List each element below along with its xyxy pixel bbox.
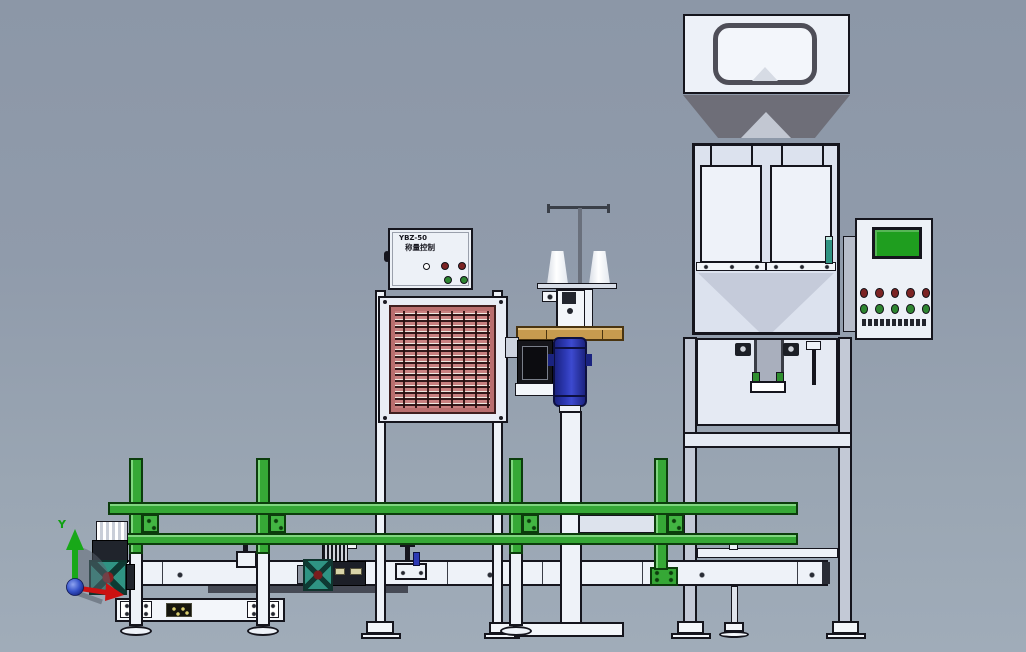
control-box-button-white[interactable] xyxy=(423,263,430,270)
weigh-hopper-right xyxy=(770,165,832,263)
thread-stand-bar xyxy=(549,206,609,209)
panel-caption-text-illegible xyxy=(862,319,926,326)
post-foot xyxy=(247,626,279,636)
triad-sector xyxy=(75,546,111,594)
weigh-hopper-hanger xyxy=(710,146,712,166)
post-foot xyxy=(120,626,152,636)
control-box-inner-frame xyxy=(392,232,469,286)
indicator-red[interactable] xyxy=(921,288,931,298)
guide-rod xyxy=(812,343,816,385)
panel-screw xyxy=(383,300,387,304)
guard-rail-upper xyxy=(108,502,798,515)
y-axis-shaft xyxy=(72,546,78,587)
sewing-side-tab xyxy=(542,291,557,302)
support-rod-base xyxy=(719,631,749,638)
guard-post-flange xyxy=(650,567,678,586)
weigh-hopper-hanger xyxy=(822,146,824,166)
panel-indicator-row-red xyxy=(860,288,931,298)
indicator-red[interactable] xyxy=(906,288,915,298)
weigh-hopper-left xyxy=(700,165,762,263)
x-axis-arrowhead xyxy=(105,583,124,601)
thread-stand-tick xyxy=(547,204,550,213)
rail-connector xyxy=(522,514,539,533)
beam-bracket xyxy=(395,563,427,580)
weigher-foot-base-left xyxy=(671,633,711,639)
t-bolt-stem xyxy=(243,539,248,552)
orientation-triad: Y xyxy=(57,518,124,605)
sewing-mechanism-block xyxy=(562,292,576,304)
control-box-button-red[interactable] xyxy=(441,262,449,270)
thread-cone-left xyxy=(547,251,568,284)
post-foot xyxy=(500,626,532,636)
control-box-title-label: 称量控制 xyxy=(405,243,435,252)
y-axis-arrowhead xyxy=(66,529,84,550)
weigh-hopper-hanger xyxy=(781,146,783,166)
panel-indicator-row-green xyxy=(860,304,931,314)
bag-mouth xyxy=(750,381,786,393)
sewing-motor-tab xyxy=(548,354,554,366)
indicator-green[interactable] xyxy=(860,304,869,314)
motor-gearbox-tab xyxy=(126,564,135,590)
y-axis-label: Y xyxy=(57,518,67,531)
weigh-hopper-bracket-left xyxy=(696,262,766,271)
panel-screw xyxy=(383,416,387,420)
thread-stand-rod xyxy=(578,208,582,286)
weighing-control-box xyxy=(388,228,473,290)
indicator-green[interactable] xyxy=(921,304,931,314)
frame-cross-band xyxy=(683,432,852,448)
vent-grille xyxy=(389,305,496,414)
bag-clamp-left xyxy=(735,343,751,356)
scale-label-plate xyxy=(166,603,192,617)
origin-ball xyxy=(66,578,84,596)
sewing-head-window xyxy=(522,346,548,380)
panel-screw xyxy=(499,416,503,420)
weigh-hopper-bracket-right xyxy=(766,262,836,271)
sewing-motor-tab xyxy=(586,354,592,366)
gearmotor-fan-cover xyxy=(303,559,333,591)
gearmotor-label xyxy=(350,568,362,575)
gearmotor-label xyxy=(335,568,345,575)
indicator-green[interactable] xyxy=(906,304,915,314)
beam-end-cap xyxy=(822,562,830,584)
guide-rod-bracket xyxy=(806,341,821,350)
control-box-button-green[interactable] xyxy=(444,276,452,284)
control-box-knob xyxy=(384,251,390,262)
panel-screw xyxy=(499,300,503,304)
panel-screen xyxy=(872,227,922,259)
control-box-button-green[interactable] xyxy=(460,276,468,284)
rail-connector xyxy=(269,514,286,533)
control-box-button-red[interactable] xyxy=(458,262,466,270)
thread-stand-tick xyxy=(607,204,610,213)
weigh-hopper-hanger xyxy=(751,146,753,166)
level-sensor xyxy=(825,236,833,264)
sewing-mechanism-dot xyxy=(567,308,573,314)
stand-foot-base-left xyxy=(361,633,401,639)
control-box-model-label: YBZ-50 xyxy=(399,234,428,242)
cone-shelf xyxy=(537,283,617,289)
conveyor-beam xyxy=(95,560,828,586)
axis-shadow xyxy=(76,590,103,605)
indicator-red[interactable] xyxy=(890,288,900,298)
indicator-green[interactable] xyxy=(890,304,900,314)
rail-connector xyxy=(142,514,159,533)
weigher-foot-base-right xyxy=(826,633,866,639)
thread-cone-right xyxy=(589,251,610,284)
frame-mid-rail xyxy=(697,548,838,558)
rail-connector xyxy=(667,514,684,533)
bag-clamp-right xyxy=(783,343,799,356)
indicator-red[interactable] xyxy=(875,288,884,298)
indicator-green[interactable] xyxy=(875,304,884,314)
indicator-red[interactable] xyxy=(860,288,869,298)
sensor-pin-blue xyxy=(413,552,420,566)
t-bolt-stem xyxy=(405,545,410,560)
